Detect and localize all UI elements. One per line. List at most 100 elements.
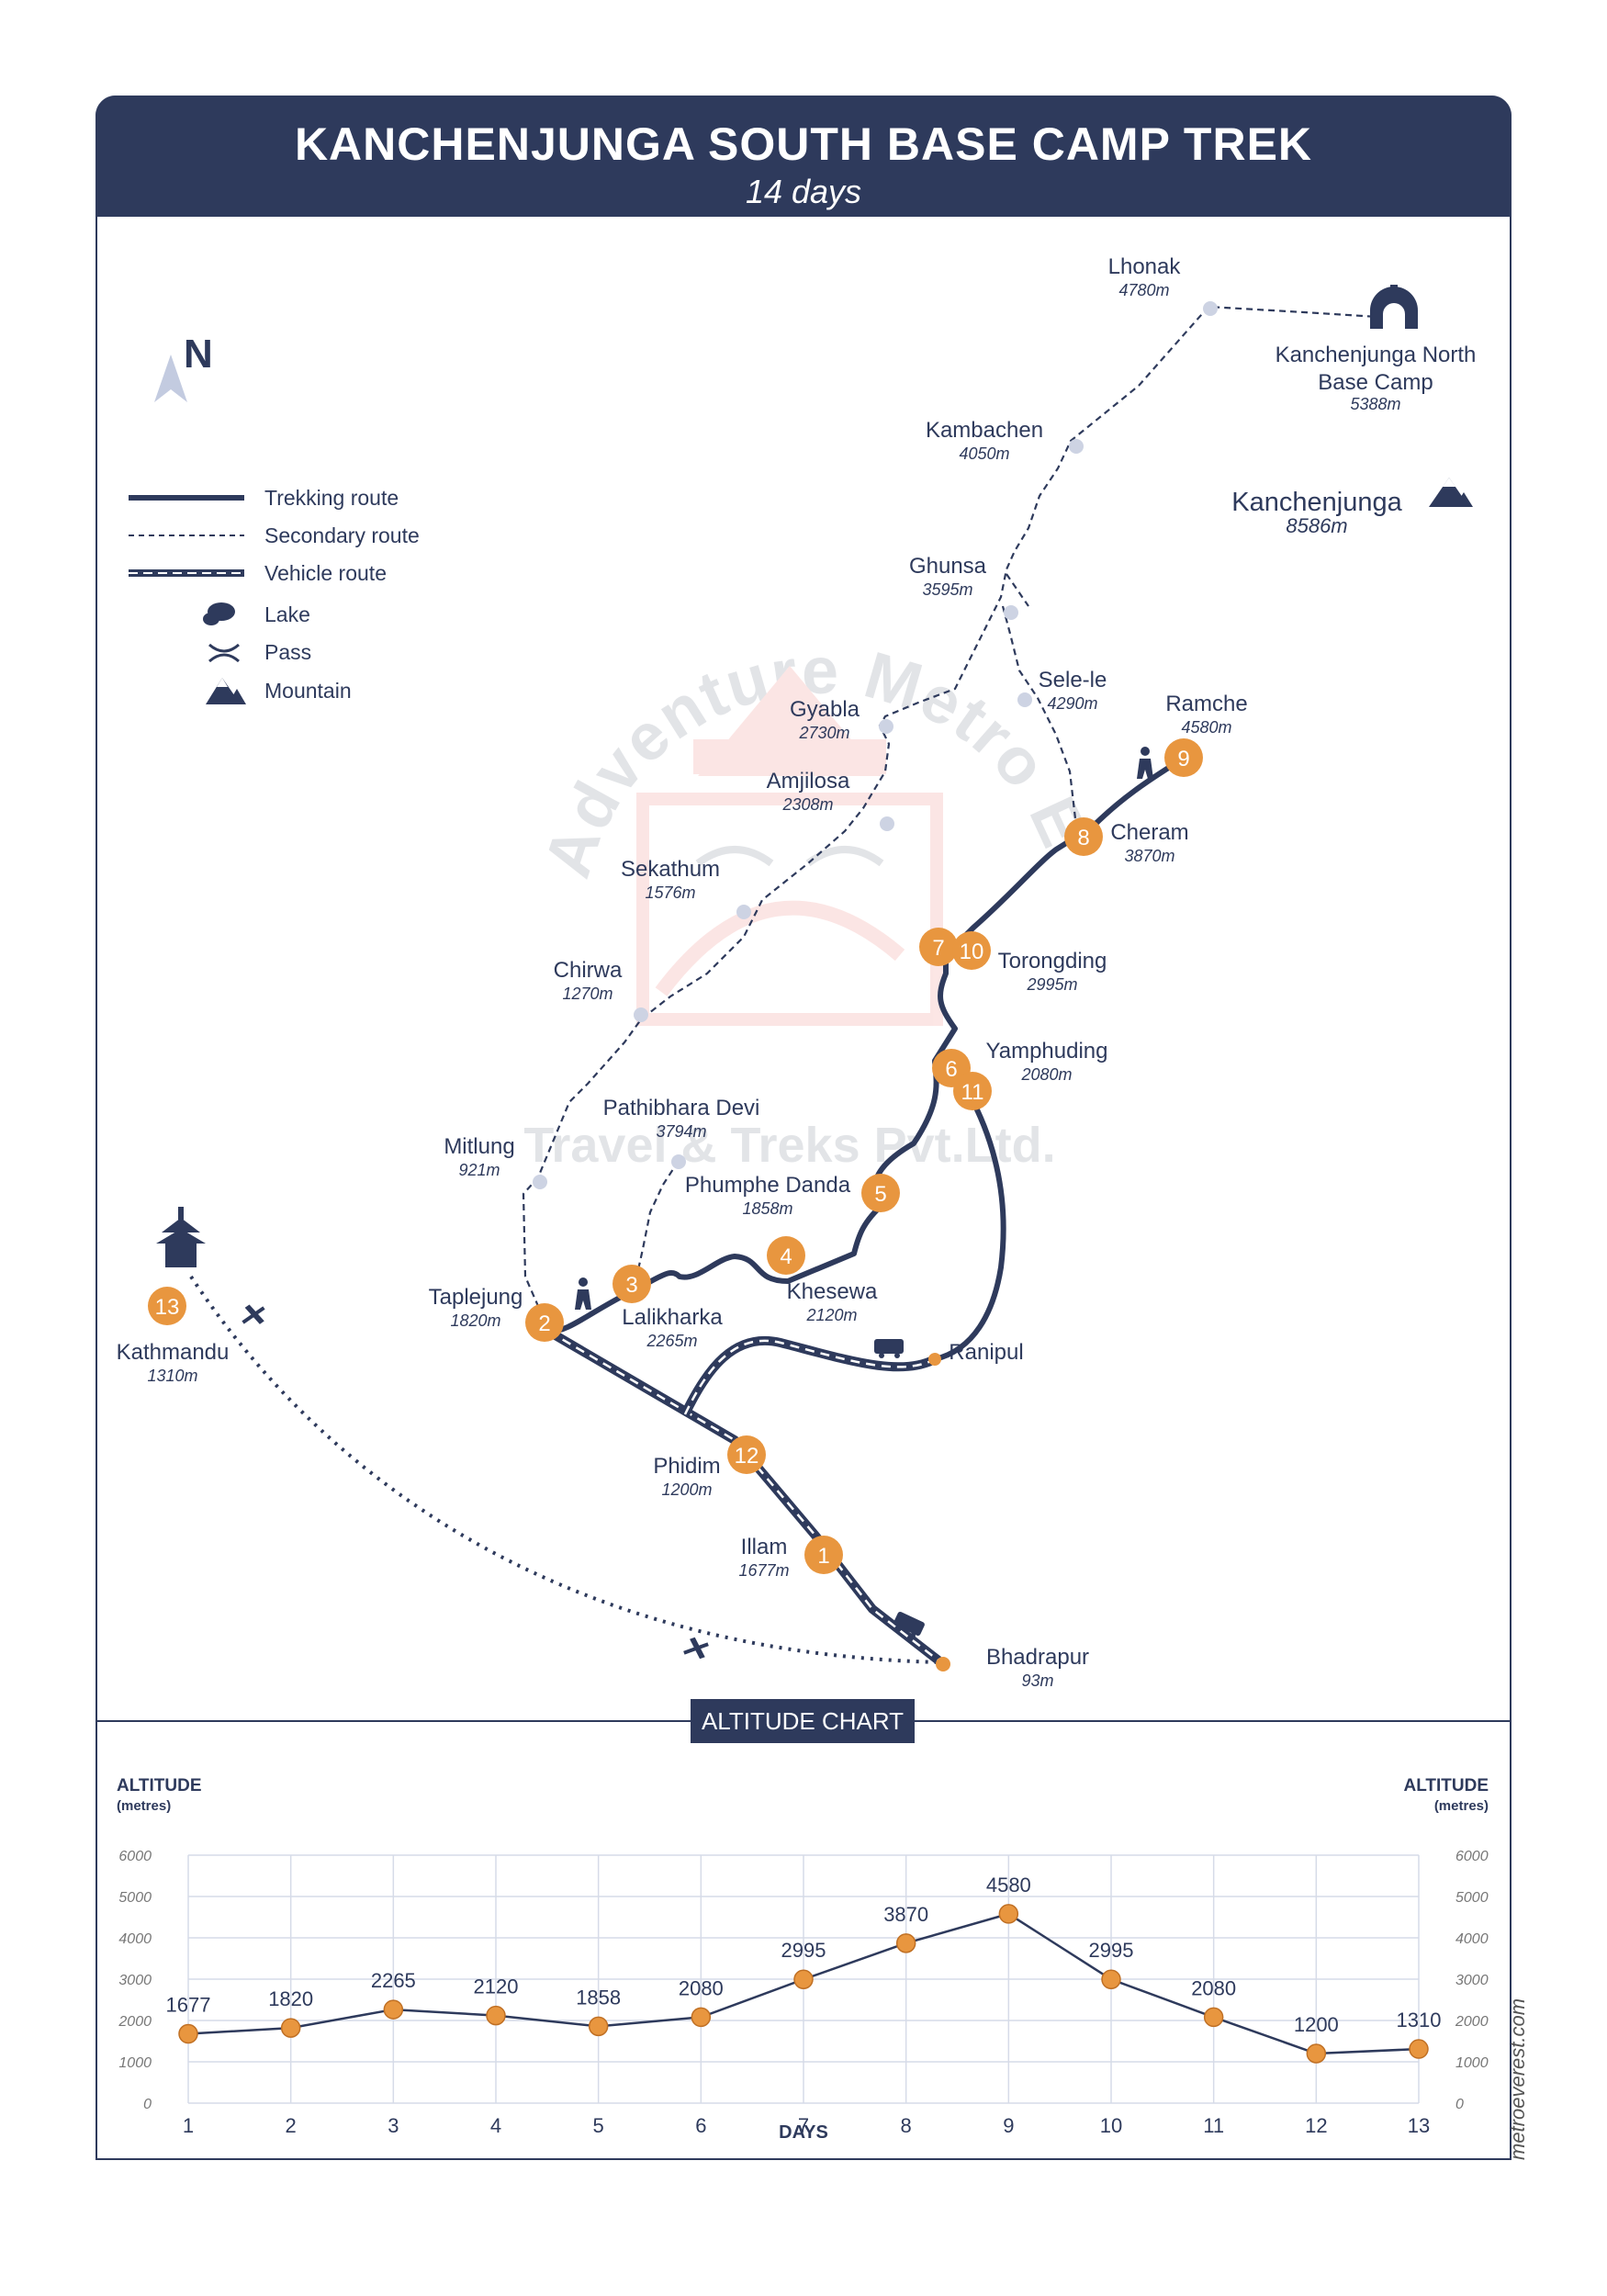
alt-taplejung: 1820m [450, 1311, 500, 1330]
day-marker-8-label: 8 [1077, 826, 1089, 850]
day-marker-3 [612, 1265, 651, 1303]
altitude-point [383, 1999, 404, 2020]
day-marker-1-label: 1 [817, 1544, 829, 1569]
altitude-value-label: 2080 [679, 1976, 724, 1999]
day-marker-10 [952, 931, 991, 970]
y-axis-title-right: ALTITUDE [1403, 1776, 1489, 1795]
altitude-point [1101, 1969, 1121, 1989]
day-marker-4-label: 4 [780, 1244, 792, 1269]
y-tick-right: 3000 [1455, 1973, 1489, 1988]
day-marker-8 [1064, 817, 1103, 856]
altitude-value-label: 2995 [781, 1939, 826, 1962]
day-marker-2-label: 2 [538, 1311, 550, 1336]
altitude-point [691, 2007, 712, 2028]
day-marker-7 [919, 928, 958, 966]
altitude-point [998, 1904, 1019, 1924]
y-axis-unit-right: (metres) [1433, 1798, 1489, 1814]
altitude-value-label: 2080 [1191, 1976, 1236, 1999]
place-khesewa: Khesewa [787, 1279, 878, 1304]
place-pathibhara: Pathibhara Devi [603, 1096, 760, 1120]
altitude-point [588, 2016, 609, 2037]
place-sekathum: Sekathum [621, 857, 720, 882]
x-tick-label: 9 [1003, 2114, 1014, 2137]
altitude-value-label: 2265 [371, 1969, 416, 1992]
day-marker-11 [953, 1072, 992, 1110]
temple-icon [156, 1207, 206, 1267]
alt-amjilosa: 2308m [781, 795, 833, 814]
legend-secondary-label: Secondary route [264, 523, 420, 547]
y-axis-title-left: ALTITUDE [117, 1776, 202, 1795]
north-label: N [184, 332, 213, 377]
alt-kanchenjunga: 8586m [1286, 514, 1347, 537]
altitude-value-label: 1820 [268, 1987, 313, 2010]
y-tick-right: 6000 [1455, 1849, 1489, 1864]
altitude-value-label: 1310 [1397, 2009, 1442, 2032]
place-mitlung: Mitlung [444, 1134, 514, 1159]
day-marker-7-label: 7 [932, 936, 944, 961]
vehicle-route [546, 1327, 942, 1664]
alt-ghunsa: 3595m [922, 580, 972, 599]
x-tick-label: 1 [183, 2114, 194, 2137]
alt-mitlung: 921m [458, 1161, 500, 1179]
legend: Trekking route Secondary route Vehicle r… [129, 486, 420, 704]
day-marker-13-label: 13 [155, 1295, 180, 1320]
legend-trek-label: Trekking route [264, 486, 399, 510]
y-tick-left: 5000 [118, 1890, 152, 1906]
place-kathmandu: Kathmandu [117, 1340, 230, 1365]
watermark-bottom-text: Travel & Treks Pvt.Ltd. [523, 1118, 1055, 1173]
alt-kathmandu: 1310m [147, 1367, 197, 1385]
alt-kanchenjunga-nbc: 5388m [1350, 395, 1400, 413]
altitude-value-label: 1858 [576, 1986, 621, 2009]
y-tick-right: 2000 [1455, 2014, 1489, 2030]
trekking-route-return [934, 1100, 1006, 1362]
day-marker-5-label: 5 [874, 1182, 886, 1207]
y-tick-left: 6000 [118, 1849, 152, 1864]
bus-icon [874, 1339, 904, 1358]
hiker-icon [575, 1277, 591, 1310]
place-selele: Sele-le [1039, 668, 1107, 692]
x-tick-label: 8 [901, 2114, 912, 2137]
alt-chirwa: 1270m [562, 985, 612, 1003]
hiker-icon [1137, 747, 1153, 779]
day-marker-11-label: 11 [961, 1080, 984, 1105]
x-tick-label: 13 [1408, 2114, 1430, 2137]
day-marker-1 [804, 1536, 843, 1574]
place-bhadrapur: Bhadrapur [986, 1645, 1089, 1670]
place-amjilosa: Amjilosa [767, 769, 850, 793]
day-marker-10-label: 10 [960, 940, 984, 964]
mountain-icon [206, 678, 246, 704]
y-tick-right: 0 [1455, 2097, 1464, 2112]
place-kanchenjunga-nbc-2: Base Camp [1318, 370, 1433, 395]
mountain-peak-icon [1429, 478, 1473, 507]
y-tick-left: 1000 [118, 2055, 152, 2071]
x-tick-label: 11 [1203, 2114, 1224, 2137]
altitude-points [178, 1904, 1429, 2064]
x-tick-label: 10 [1100, 2114, 1122, 2137]
alt-lalikharka: 2265m [646, 1332, 697, 1350]
alt-torongding: 2995m [1026, 975, 1077, 994]
altitude-point [1409, 2039, 1429, 2059]
y-tick-right: 1000 [1455, 2055, 1489, 2071]
altitude-point [486, 2005, 506, 2026]
place-phumphe: Phumphe Danda [685, 1173, 851, 1198]
altitude-value-label: 2995 [1089, 1939, 1134, 1962]
alt-phidim: 1200m [661, 1480, 712, 1499]
x-tick-label: 12 [1305, 2114, 1327, 2137]
legend-lake-label: Lake [264, 602, 310, 626]
alt-khesewa: 2120m [805, 1306, 857, 1324]
day-marker-2 [525, 1303, 564, 1342]
y-tick-right: 5000 [1455, 1890, 1489, 1906]
base-camp-icon [1370, 285, 1418, 329]
place-lalikharka: Lalikharka [622, 1305, 723, 1330]
airplane-icon [242, 1304, 265, 1325]
y-tick-left: 0 [143, 2097, 152, 2112]
legend-pass-label: Pass [264, 640, 311, 664]
alt-ramche: 4580m [1181, 718, 1231, 737]
day-marker-6-label: 6 [945, 1057, 957, 1082]
legend-mountain-label: Mountain [264, 679, 352, 703]
altitude-value-label: 2120 [474, 1975, 519, 1998]
alt-selele: 4290m [1047, 694, 1097, 713]
x-tick-label: 7 [798, 2114, 809, 2137]
alt-pathibhara: 3794m [656, 1122, 706, 1141]
